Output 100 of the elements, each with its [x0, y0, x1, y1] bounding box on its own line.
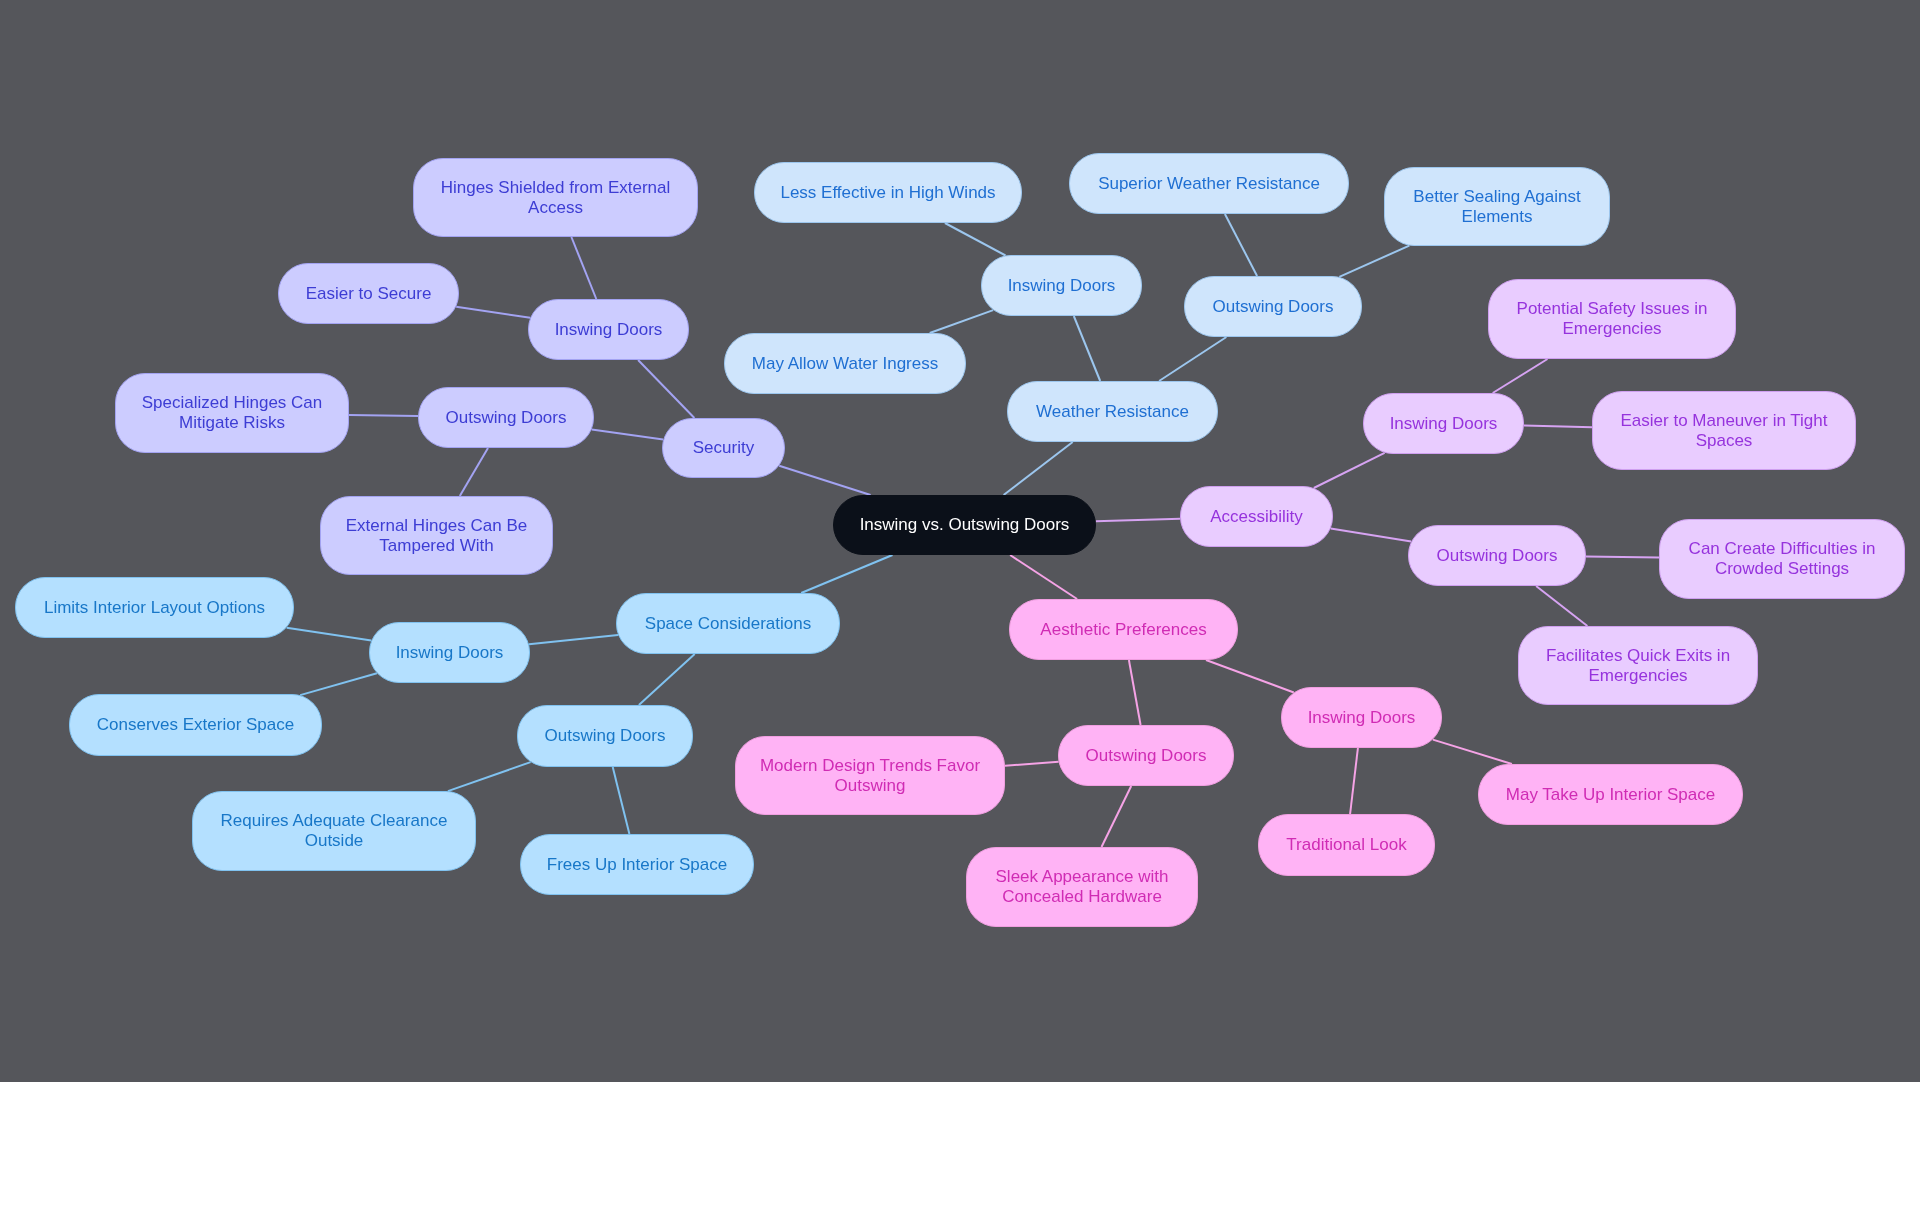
- topic-label: Inswing Doors: [395, 642, 504, 663]
- topic-bubble: [1009, 599, 1238, 660]
- topic-label: Easier to Secure: [305, 283, 432, 304]
- topic-label: Traditional Look: [1286, 835, 1407, 855]
- central-topic-bubble: [833, 495, 1096, 555]
- connector-line: [1535, 585, 1589, 627]
- connector-line: [1223, 213, 1259, 277]
- topic-label: Modern Design Trends Favor Outswing: [758, 755, 982, 796]
- connector-line: [1338, 244, 1411, 278]
- topic-bubble: [69, 694, 322, 756]
- topic-label: Inswing Doors: [554, 319, 663, 340]
- topic-bubble: [520, 834, 754, 895]
- topic-label: Potential Safety Issues in Emergencies: [1515, 299, 1709, 339]
- topic-label: Outswing Doors: [445, 407, 567, 428]
- topic-bubble: [1069, 153, 1349, 214]
- connector-line: [1431, 738, 1513, 765]
- connector-line: [455, 305, 532, 319]
- topic-bubble: [1408, 525, 1586, 586]
- topic-bubble: [616, 593, 840, 654]
- topic-bubble: [1488, 279, 1736, 359]
- topic-bubble: [1058, 725, 1234, 786]
- connector-line: [1491, 358, 1549, 394]
- connector-line: [800, 554, 894, 594]
- topic-bubble: [1478, 764, 1743, 825]
- topic-bubble: [981, 255, 1142, 316]
- topic-bubble: [754, 162, 1022, 223]
- connector-line: [1100, 785, 1133, 848]
- connector-line: [1585, 555, 1660, 559]
- topic-label: Inswing Doors: [1007, 275, 1116, 296]
- connector-line: [611, 766, 631, 835]
- connector-line: [1127, 659, 1142, 726]
- topic-label: Space Considerations: [644, 613, 812, 634]
- topic-bubble: [1363, 393, 1524, 454]
- topic-label: Frees Up Interior Space: [546, 854, 728, 875]
- connector-line: [528, 633, 620, 646]
- connector-line: [285, 626, 373, 642]
- connector-line: [1349, 747, 1359, 815]
- connector-line: [299, 672, 378, 697]
- topic-label: Can Create Difficulties in Crowded Settings: [1687, 539, 1877, 579]
- topic-label: May Take Up Interior Space: [1505, 784, 1716, 805]
- connector-line: [446, 761, 532, 793]
- topic-label: Outswing Doors: [1212, 296, 1334, 317]
- connector-line: [637, 359, 696, 419]
- topic-label: Accessibility: [1210, 506, 1303, 527]
- topic-bubble: [1180, 486, 1333, 547]
- topic-label: Better Sealing Against Elements: [1412, 186, 1582, 227]
- topic-bubble: [1592, 391, 1856, 470]
- connector-line: [348, 413, 419, 418]
- topic-label: Inswing vs. Outswing Doors: [859, 515, 1070, 535]
- topic-label: Facilitates Quick Exits in Emergencies: [1544, 645, 1732, 686]
- topic-label: Hinges Shielded from External Access: [439, 177, 672, 218]
- topic-bubble: [724, 333, 966, 394]
- topic-bubble: [413, 158, 698, 237]
- connector-line: [778, 464, 872, 496]
- topic-bubble: [1281, 687, 1442, 748]
- connector-line: [590, 428, 665, 441]
- connector-line: [1002, 441, 1074, 496]
- connector-line: [943, 222, 1007, 257]
- topic-bubble: [320, 496, 553, 575]
- topic-bubble: [735, 736, 1005, 815]
- topic-label: Outswing Doors: [1085, 745, 1207, 766]
- connector-line: [1312, 451, 1386, 489]
- topic-label: Less Effective in High Winds: [780, 182, 996, 203]
- topic-bubble: [662, 418, 785, 478]
- topic-label: Requires Adequate Clearance Outside: [219, 811, 449, 851]
- connector-line: [1329, 527, 1413, 543]
- connector-line: [458, 447, 489, 497]
- topic-label: Inswing Doors: [1389, 413, 1498, 434]
- connector-line: [1072, 315, 1102, 382]
- topic-label: Security: [692, 438, 755, 458]
- topic-bubble: [278, 263, 459, 324]
- topic-bubble: [517, 705, 693, 767]
- connector-line: [928, 309, 995, 334]
- topic-bubble: [1007, 381, 1218, 442]
- topic-label: Easier to Maneuver in Tight Spaces: [1619, 410, 1829, 451]
- connector-line: [1009, 554, 1079, 600]
- topic-label: Limits Interior Layout Options: [43, 597, 266, 618]
- topic-bubble: [966, 847, 1198, 927]
- topic-bubble: [1659, 519, 1905, 599]
- topic-bubble: [1518, 626, 1758, 705]
- topic-label: Weather Resistance: [1036, 401, 1189, 422]
- topic-bubble: [1184, 276, 1362, 337]
- topic-bubble: [1384, 167, 1610, 246]
- topic-label: Specialized Hinges Can Mitigate Risks: [140, 393, 324, 433]
- topic-label: Conserves Exterior Space: [96, 715, 295, 735]
- connector-line: [570, 236, 598, 300]
- topic-label: Superior Weather Resistance: [1098, 173, 1320, 194]
- connector-line: [1094, 517, 1181, 523]
- topic-bubble: [15, 577, 294, 638]
- connector-line: [637, 653, 696, 706]
- topic-label: Sleek Appearance with Concealed Hardware: [994, 867, 1170, 907]
- connector-line: [1158, 336, 1228, 382]
- topic-bubble: [528, 299, 689, 360]
- topic-label: Outswing Doors: [1436, 545, 1558, 566]
- connector-line: [1205, 659, 1295, 694]
- connector-line: [1004, 760, 1060, 767]
- topic-label: Inswing Doors: [1307, 707, 1416, 728]
- topic-label: Outswing Doors: [544, 726, 666, 746]
- topic-bubble: [1258, 814, 1435, 876]
- topic-bubble: [418, 387, 594, 448]
